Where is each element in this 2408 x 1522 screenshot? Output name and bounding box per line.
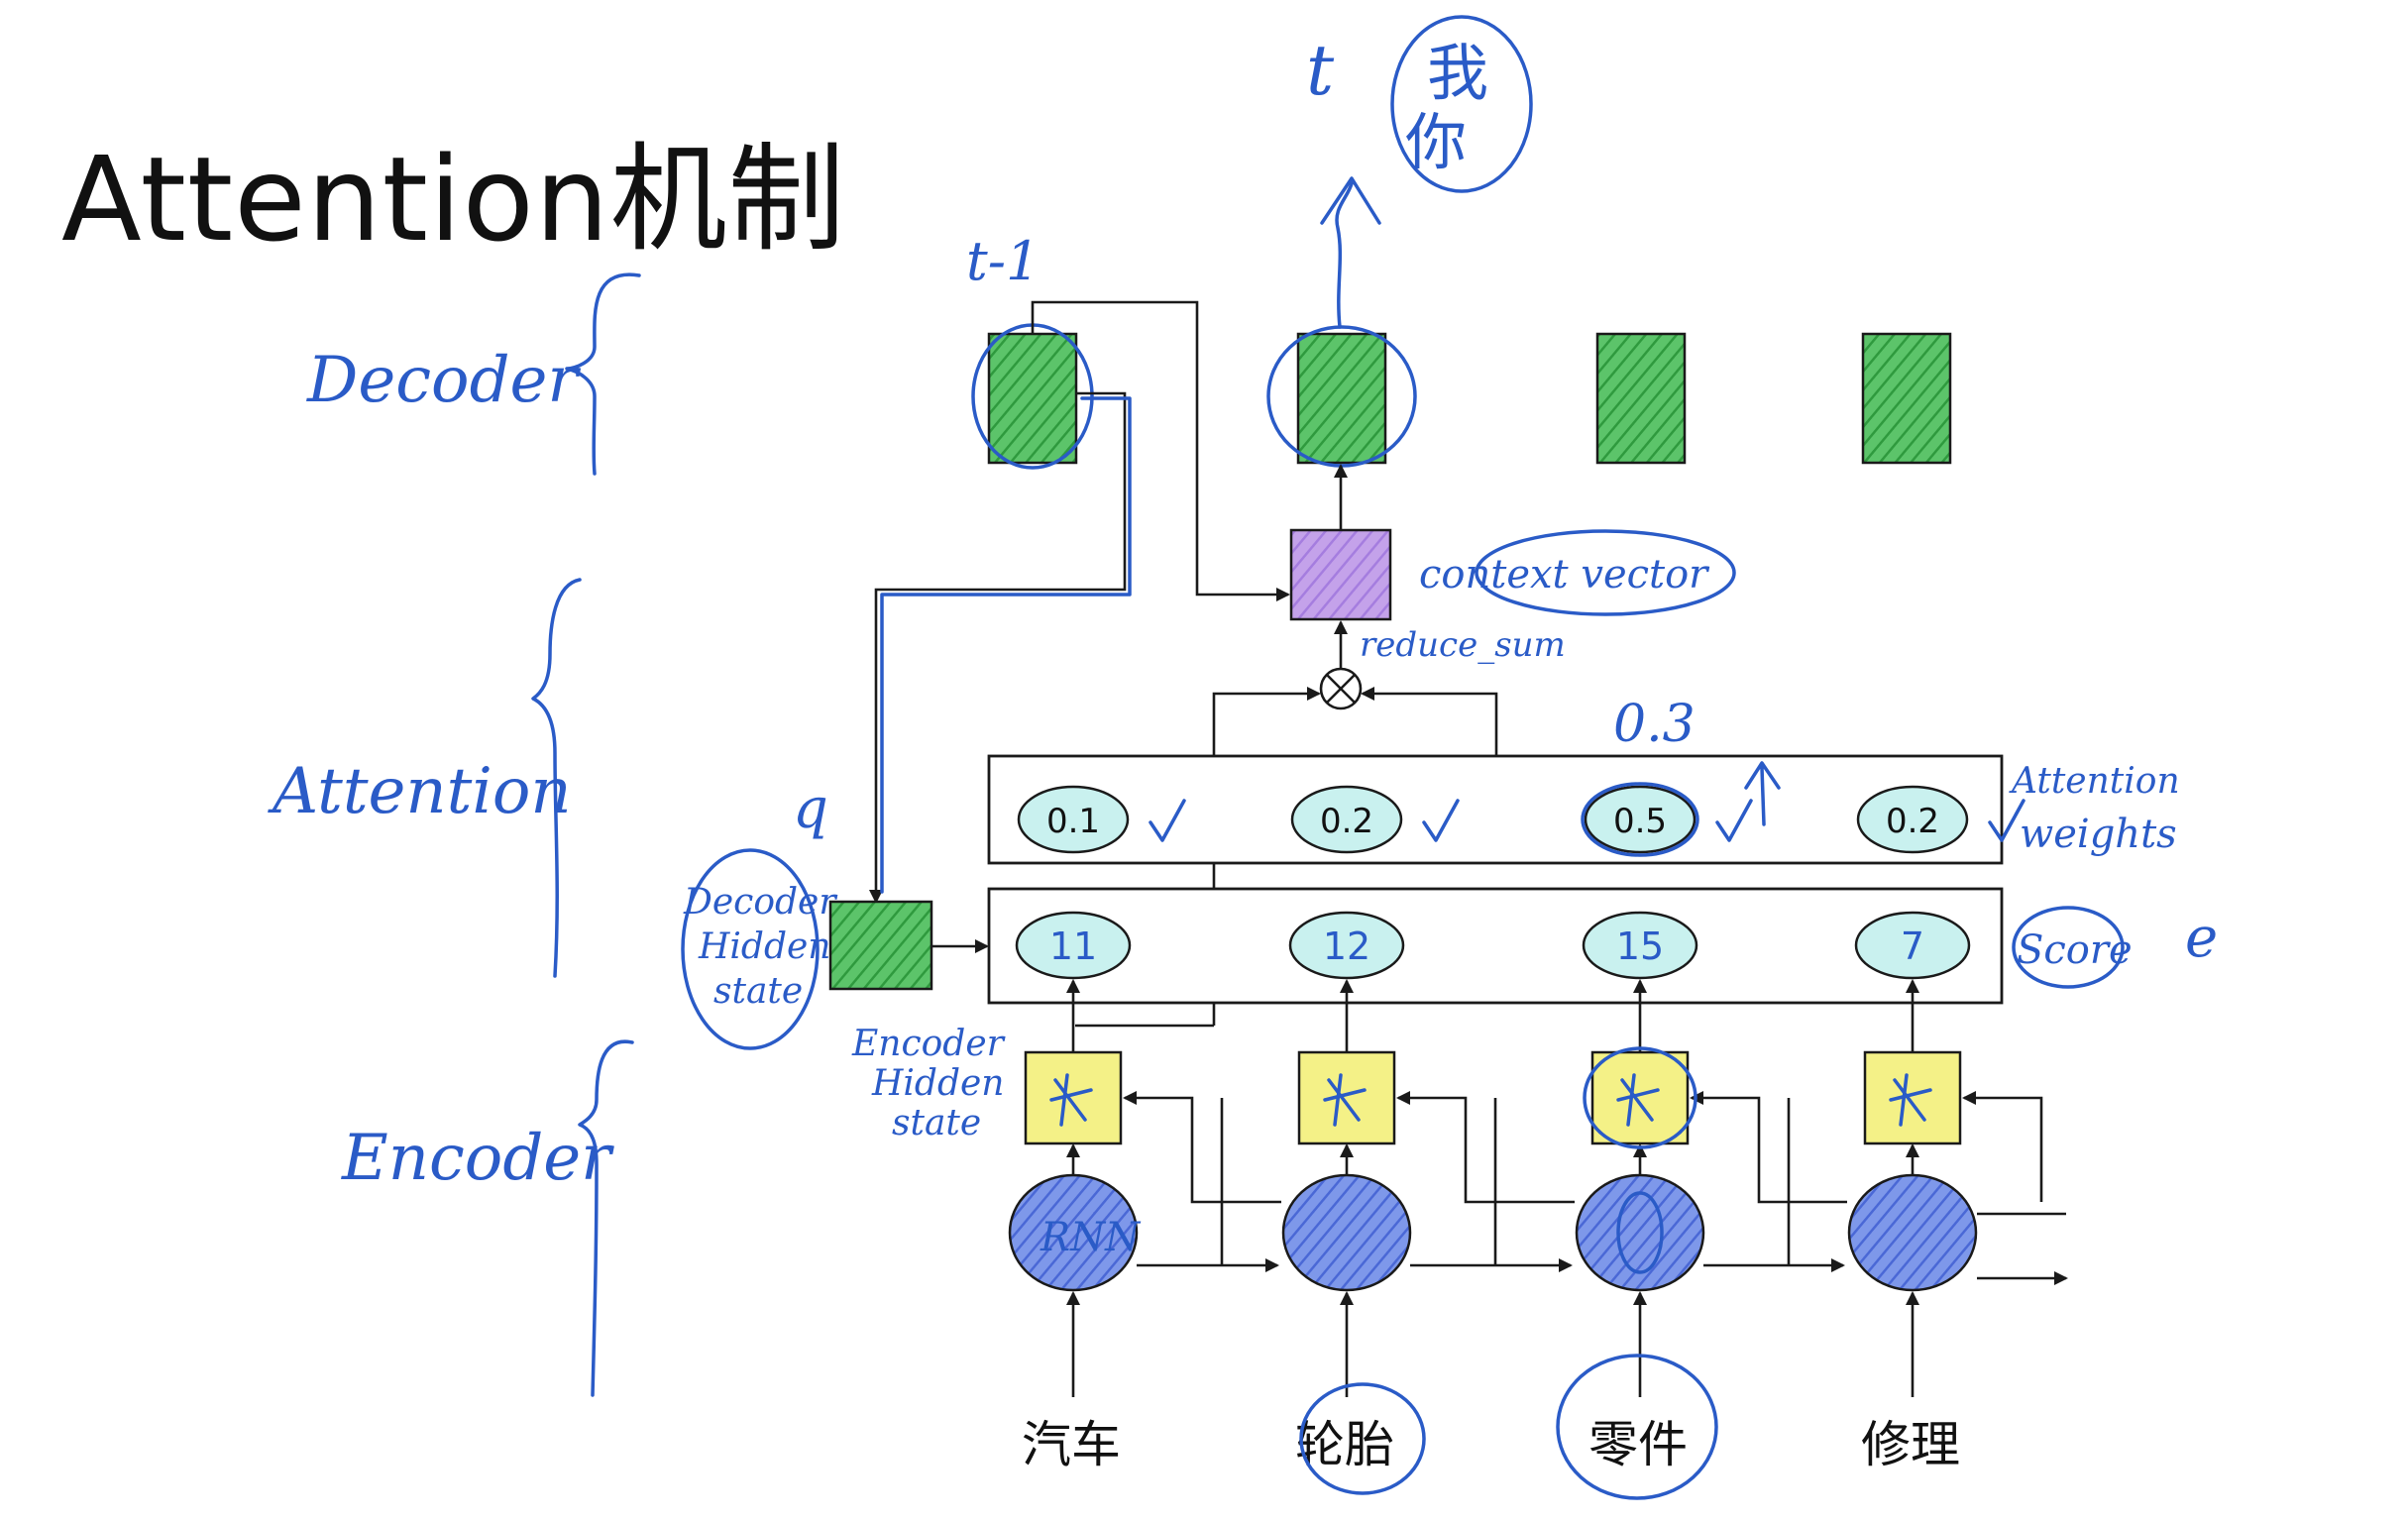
weights-to-reduce-arrow	[1361, 687, 1498, 755]
word-circle-annotation	[1299, 1382, 1426, 1495]
output-arrow-head	[1320, 176, 1381, 225]
decoder-prev-to-context-arrow	[1031, 300, 1290, 601]
decoder-cell-3	[1595, 332, 1687, 465]
check-mark-annotation	[1715, 799, 1753, 842]
page-title: Attention机制	[61, 131, 846, 268]
score-value: 12	[1323, 924, 1370, 968]
label-rnn: RNN	[1040, 1215, 1142, 1260]
attention-weight-ellipse	[1584, 785, 1697, 854]
hidden-state-scribble	[1049, 1073, 1093, 1127]
attention-weight-value: 0.2	[1886, 802, 1939, 841]
rnn-cell	[1281, 1173, 1412, 1292]
attention-weights-band	[987, 754, 2004, 865]
output-word-2: 你	[1405, 106, 1467, 178]
score-band	[987, 887, 2004, 1005]
check-mark-annotation	[1988, 799, 2025, 842]
attention-brace	[531, 578, 582, 978]
score-ellipse-item	[1582, 911, 1698, 980]
label-reduce-sum: reduce_sum	[1360, 625, 1566, 665]
scribble-annotation	[1583, 1046, 1697, 1149]
decoder-cell-4	[1861, 332, 1952, 465]
hidden-state-scribble	[1616, 1073, 1660, 1127]
check-mark-annotation	[1149, 799, 1186, 842]
hidden-state-scribble	[1889, 1073, 1932, 1127]
encoder-hidden-state-box	[1297, 1050, 1396, 1145]
decoder-hidden-ellipse	[681, 848, 820, 1050]
attention-weight-ellipse	[1017, 785, 1130, 854]
side-label-attention-group: Attention	[268, 578, 582, 978]
score-value: 11	[1049, 924, 1097, 968]
decoder-brace	[565, 272, 641, 476]
label-t-minus-1: t-1	[966, 230, 1040, 292]
decoder-cell-t-minus-1	[987, 332, 1078, 465]
label-encoder-hidden-2: Hidden	[871, 1063, 1005, 1104]
attention-weight-ellipse	[1856, 785, 1969, 854]
rnn-feedback-arrow	[1690, 1091, 1847, 1204]
label-t: t	[1306, 30, 1335, 111]
rnn-feedback-arrow-last	[1962, 1091, 2043, 1202]
label-e: e	[2185, 906, 2218, 970]
label-attention-weights-2: weights	[2020, 812, 2177, 857]
attention-weight-ellipse	[1290, 785, 1403, 854]
decoder-prev-to-hidden-arrow	[869, 391, 1127, 904]
input-word: 修理	[1861, 1416, 1960, 1473]
decoder-row	[971, 323, 1952, 470]
context-vector-ellipse	[1475, 529, 1736, 616]
zero-annotation	[1616, 1191, 1664, 1274]
encoder-hidden-state-box	[1024, 1050, 1123, 1145]
label-context-vector: context vector	[1419, 552, 1710, 598]
output-word-1: 我	[1427, 37, 1488, 109]
check-mark-annotation	[1422, 799, 1460, 842]
score-ellipse-item	[1288, 911, 1405, 980]
up-arrow-annotation	[1744, 761, 1781, 826]
reduce-sum-x-2	[1326, 674, 1356, 704]
label-encoder-hidden-1: Encoder	[851, 1024, 1006, 1064]
rnn-feedback-arrow	[1123, 1091, 1281, 1204]
attention-weight-value: 0.1	[1046, 802, 1100, 841]
label-score: Score	[2017, 927, 2133, 973]
label-q: q	[793, 777, 828, 841]
scores-group: 11 12 15 7	[1015, 911, 1971, 980]
input-word: 零件	[1588, 1416, 1688, 1473]
score-ellipse-item	[1854, 911, 1971, 980]
attention-weight-value: 0.5	[1613, 802, 1667, 841]
label-decoder-hidden-3: state	[713, 971, 803, 1012]
word-circle-annotation	[1556, 1354, 1718, 1500]
decoder-hidden-state-box	[828, 900, 933, 991]
side-label-encoder: Encoder	[341, 1122, 614, 1195]
encoder-brace	[578, 1039, 634, 1397]
hidden-state-scribble	[1323, 1073, 1367, 1127]
input-word: 轮胎	[1295, 1416, 1394, 1473]
label-encoder-hidden-3: state	[892, 1103, 981, 1143]
encoder-hidden-state-box	[1590, 1050, 1690, 1145]
side-label-attention: Attention	[268, 755, 572, 828]
side-label-encoder-group: Encoder	[341, 1039, 634, 1397]
score-value: 15	[1616, 924, 1664, 968]
decoder-cell-t	[1296, 332, 1387, 465]
score-value: 7	[1901, 924, 1924, 968]
score-ellipse-item	[1015, 911, 1132, 980]
context-vector-box	[1289, 528, 1392, 621]
decoder-prev-to-hidden-ink	[880, 396, 1132, 894]
label-o3: 0.3	[1613, 695, 1696, 754]
encoder-columns: 汽车 轮胎 零件 修理 RNN	[1008, 979, 2043, 1500]
input-word: 汽车	[1022, 1416, 1121, 1473]
output-words-circle	[1390, 15, 1533, 193]
rnn-feedback-arrow	[1396, 1091, 1575, 1204]
attention-weight-value: 0.2	[1320, 802, 1373, 841]
weight-circle-annotation	[1581, 782, 1699, 857]
side-label-decoder-group: Decoder	[306, 272, 641, 476]
label-decoder-hidden-2: Hidden	[698, 926, 831, 967]
label-attention-weights-1: Attention	[2009, 761, 2180, 802]
attention-weights-group: 0.1 0.2 0.5 0.2	[1017, 782, 2025, 857]
output-arrow-stroke	[1335, 181, 1354, 329]
side-label-decoder: Decoder	[306, 344, 581, 417]
label-decoder-hidden-1: Decoder	[683, 882, 837, 923]
score-ellipse	[2012, 906, 2125, 989]
rnn-cell	[1847, 1173, 1978, 1292]
encoder-hidden-state-box	[1863, 1050, 1962, 1145]
